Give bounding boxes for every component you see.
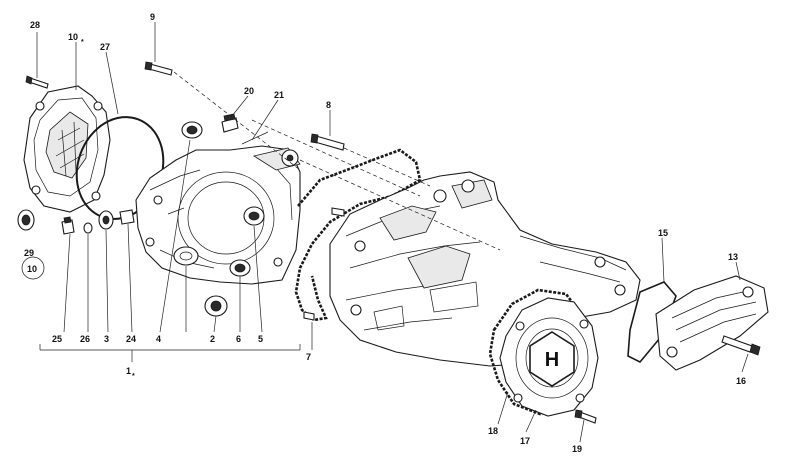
bearing-6 — [229, 259, 251, 277]
logo-letter: H — [545, 349, 559, 371]
callout-labels: 28 10 * 27 9 20 21 8 29 10 25 26 3 24 4 … — [24, 12, 746, 454]
washer-26 — [83, 222, 93, 234]
callout-19: 19 — [572, 444, 582, 454]
callout-10-circled: 10 — [27, 264, 37, 274]
bushing-24 — [119, 209, 135, 225]
callout-3: 3 — [104, 334, 109, 344]
callout-9: 9 — [150, 12, 155, 22]
callout-18: 18 — [488, 426, 498, 436]
seal-29-reference — [21, 256, 45, 280]
callout-20: 20 — [244, 86, 254, 96]
outer-cover-10 — [23, 85, 111, 213]
bearing-4 — [181, 121, 203, 139]
callout-28-top: 28 — [30, 20, 40, 30]
callout-2: 2 — [210, 334, 215, 344]
callout-10-asterisk: * — [81, 39, 84, 46]
callout-4: 4 — [156, 334, 161, 344]
fitting-21 — [241, 131, 269, 145]
callout-13: 13 — [728, 252, 738, 262]
seal-29 — [17, 209, 35, 231]
drain-plug-20 — [221, 113, 239, 133]
bearing-2 — [204, 295, 228, 317]
callout-17: 17 — [520, 436, 530, 446]
bolt-9 — [144, 61, 173, 76]
callout-15: 15 — [658, 228, 668, 238]
bolt-19 — [574, 409, 597, 424]
gasket-15 — [627, 281, 677, 363]
alignment-lines — [173, 71, 501, 251]
callout-6: 6 — [236, 334, 241, 344]
bearing-5 — [243, 206, 265, 226]
crankcase-left-half — [135, 145, 301, 285]
callout-25: 25 — [52, 334, 62, 344]
callout-16: 16 — [736, 376, 746, 386]
screw-25 — [61, 216, 75, 235]
callout-21: 21 — [274, 90, 284, 100]
callout-24: 24 — [126, 334, 136, 344]
callout-7: 7 — [306, 352, 311, 362]
bolt-28 — [25, 75, 49, 89]
callout-1: 1 — [126, 366, 131, 376]
cover-13 — [655, 275, 769, 371]
gasket-18 — [488, 288, 592, 416]
stud-8 — [310, 133, 345, 151]
callout-27: 27 — [100, 42, 110, 52]
bolt-16 — [721, 335, 761, 356]
callout-26: 26 — [80, 334, 90, 344]
callout-10-top: 10 — [68, 32, 78, 42]
leader-lines — [36, 22, 749, 443]
callout-8: 8 — [326, 100, 331, 110]
callout-5: 5 — [258, 334, 263, 344]
brand-logo-emblem: H — [529, 331, 575, 387]
gasket-7 — [294, 148, 422, 322]
callout-1-asterisk: * — [132, 373, 135, 380]
dowel-pins — [303, 207, 345, 321]
callout-29: 29 — [24, 248, 34, 258]
bearing-3 — [98, 210, 114, 230]
